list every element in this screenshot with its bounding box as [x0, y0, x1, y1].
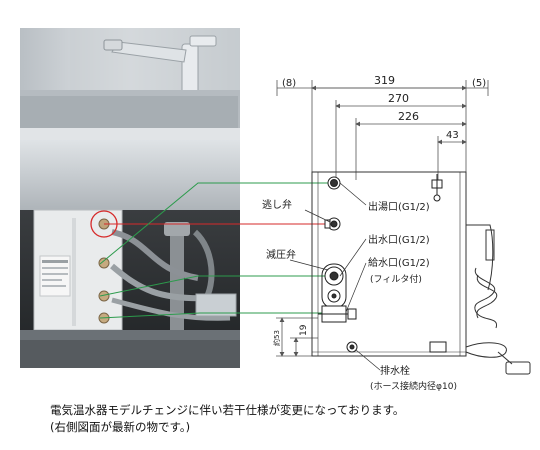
- technical-drawing: (8) 319 270 226 43 (5) 19 約53: [262, 74, 531, 392]
- dim-middle-width: 270: [388, 92, 409, 105]
- label-pressure-valve: 減圧弁: [266, 248, 296, 261]
- dimension-lines: [276, 80, 489, 357]
- caption-line-2: (右側図面が最新の物です。): [50, 420, 191, 434]
- label-water-outlet: 出水口(G1/2): [368, 233, 430, 246]
- caption-line-1: 電気温水器モデルチェンジに伴い若干仕様が変更になっております。: [50, 403, 405, 417]
- caption: 電気温水器モデルチェンジに伴い若干仕様が変更になっております。 (右側図面が最新…: [50, 402, 530, 436]
- fittings: [318, 174, 447, 353]
- product-photo: [20, 28, 240, 368]
- dim-inner-width: 226: [398, 110, 419, 123]
- outlet-leader: [99, 182, 328, 265]
- dim-height-b: 約53: [272, 330, 281, 346]
- label-relief-valve: 逃し弁: [262, 198, 292, 211]
- dim-overall-width: 319: [374, 74, 395, 87]
- power-cord: [465, 224, 531, 375]
- label-drain-plug: 排水栓: [380, 364, 410, 377]
- leader-lines: [99, 182, 330, 319]
- dim-small-width: 43: [446, 130, 459, 141]
- water-inlet-leader: [99, 312, 330, 319]
- callout-leaders: [289, 182, 381, 371]
- label-drain-note: (ホース接続内径φ10): [370, 380, 457, 392]
- water-outlet-leader: [99, 275, 328, 297]
- dim-left-offset: (8): [282, 78, 296, 89]
- label-water-inlet: 給水口(G1/2): [368, 256, 430, 269]
- label-inlet-note: (フィルタ付): [370, 274, 422, 285]
- label-outlet: 出湯口(G1/2): [368, 200, 430, 213]
- water-heater-unit: [33, 209, 123, 331]
- dim-height-a: 19: [299, 324, 309, 336]
- dim-right-offset: (5): [472, 78, 486, 89]
- faucet: [103, 35, 217, 103]
